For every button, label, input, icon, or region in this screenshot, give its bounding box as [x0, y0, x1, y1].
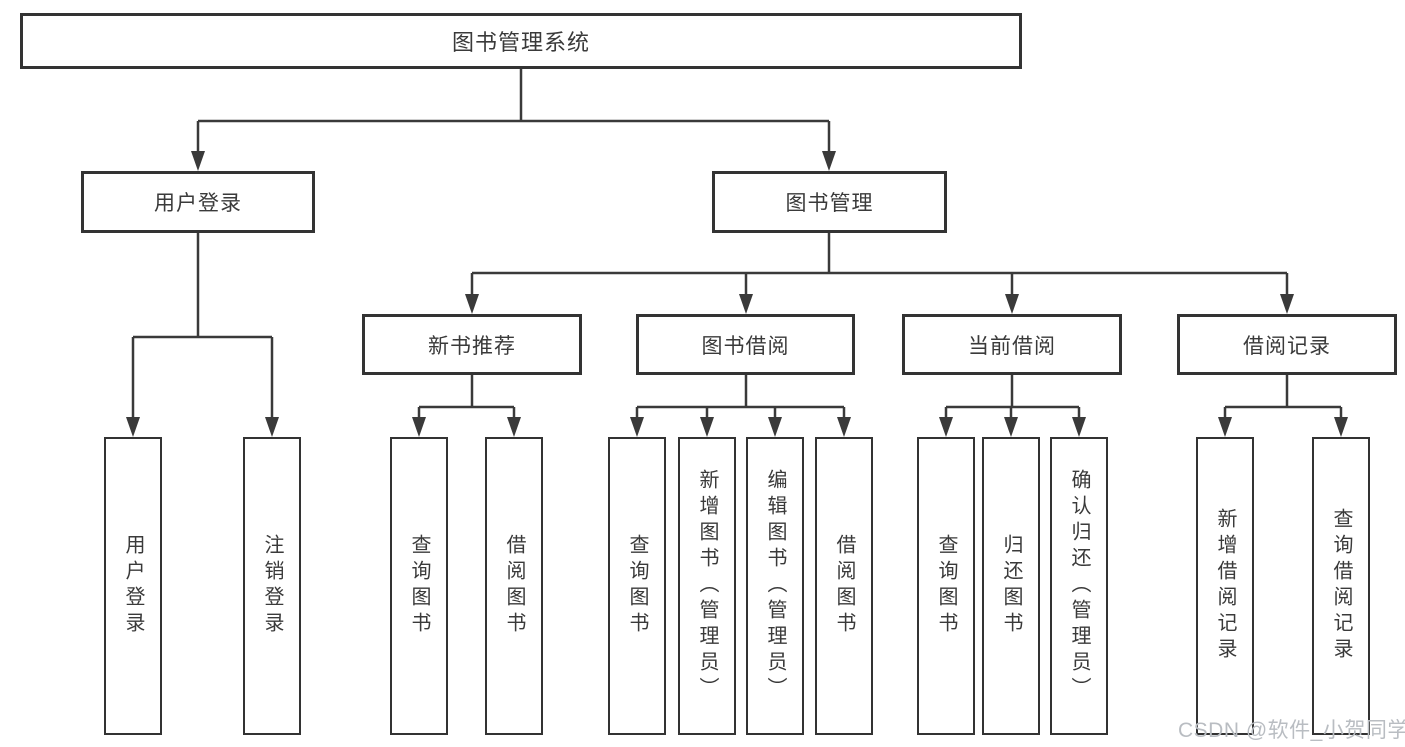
edges-book-management: [470, 233, 1289, 296]
leaf-bb-add-book-admin: 新增图书（管理员）: [678, 437, 736, 735]
edges-new-book-rec: [417, 375, 516, 419]
leaf-bb-edit-book-admin: 编辑图书（管理员）: [746, 437, 804, 735]
leaf-rec-query-book: 查询图书: [390, 437, 448, 735]
leaf-cb-confirm-return-admin: 确认归还（管理员）: [1050, 437, 1108, 735]
leaf-user-login: 用户登录: [104, 437, 162, 735]
edges-borrow-record: [1223, 375, 1343, 419]
edges-current-borrow: [944, 375, 1081, 419]
csdn-watermark: CSDN @软件_小贺同学: [1178, 719, 1405, 742]
leaf-cb-query-book: 查询图书: [917, 437, 975, 735]
leaf-logout: 注销登录: [243, 437, 301, 735]
edges-user-login: [131, 233, 274, 418]
leaf-rec-borrow-book: 借阅图书: [485, 437, 543, 735]
node-borrow-record: 借阅记录: [1177, 314, 1397, 375]
leaf-bb-borrow-book: 借阅图书: [815, 437, 873, 735]
node-library-system: 图书管理系统: [20, 13, 1022, 69]
node-new-book-recommend: 新书推荐: [362, 314, 582, 375]
node-user-login: 用户登录: [81, 171, 315, 233]
edges-book-borrow: [635, 375, 846, 419]
leaf-bb-query-book: 查询图书: [608, 437, 666, 735]
arrowheads: [126, 151, 1348, 437]
edges-root: [196, 69, 831, 153]
leaf-cb-return-book: 归还图书: [982, 437, 1040, 735]
leaf-br-add-record: 新增借阅记录: [1196, 437, 1254, 735]
leaf-br-query-record: 查询借阅记录: [1312, 437, 1370, 735]
node-book-borrow: 图书借阅: [636, 314, 855, 375]
node-current-borrow: 当前借阅: [902, 314, 1122, 375]
node-book-management: 图书管理: [712, 171, 947, 233]
